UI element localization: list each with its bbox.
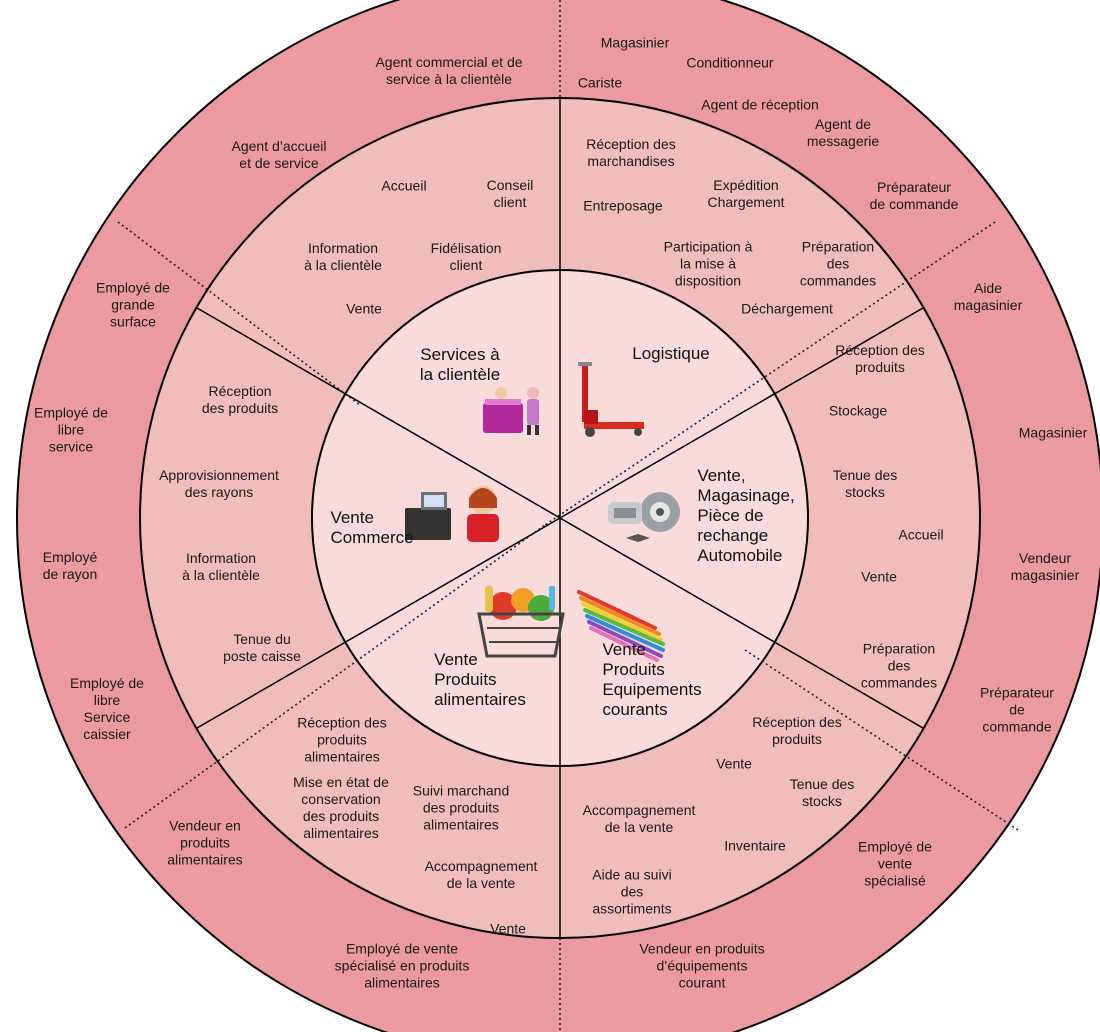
activity-label: Accompagnement de la vente — [582, 802, 696, 835]
dotted-divider-sw — [124, 524, 546, 829]
activity-label: Préparation des commandes — [799, 238, 877, 289]
sector-title-auto: Vente, Magasinage, Pièce de rechange Aut… — [697, 466, 795, 565]
activity-label: Tenue du poste caisse — [223, 631, 301, 664]
job-label: Aide magasinier — [953, 280, 1023, 313]
job-label: Employé de vente spécialisé — [858, 838, 932, 889]
job-label: Agent commercial et de service à la clie… — [375, 54, 523, 87]
colored-pencils-icon — [577, 590, 665, 662]
activity-label: Conseil client — [486, 177, 534, 210]
job-label: Agent de réception — [701, 96, 819, 113]
job-label: Magasinier — [1018, 424, 1088, 441]
activity-label: Expédition Chargement — [707, 177, 785, 210]
job-label: Préparateur de commande — [980, 684, 1054, 735]
pallet-truck-icon — [578, 362, 644, 437]
activity-label: Réception des produits — [835, 342, 925, 375]
activity-label: Réception des produits — [752, 714, 842, 747]
activity-label: Tenue des stocks — [789, 776, 855, 809]
car-parts-icon — [608, 492, 680, 542]
dotted-divider-ne — [544, 221, 996, 526]
activity-label: Information à la clientèle — [304, 240, 382, 273]
activity-label: Accueil — [898, 526, 944, 543]
activity-label: Accompagnement de la vente — [424, 858, 538, 891]
divider-upper-left — [196, 307, 561, 519]
activity-label: Suivi marchand des produits alimentaires — [412, 782, 510, 833]
activity-label: Participation à la mise à disposition — [663, 238, 753, 289]
divider-upper-right — [559, 307, 924, 519]
divider-lower-right — [559, 517, 924, 729]
activity-label: Approvisionnement des rayons — [159, 467, 279, 500]
activity-label: Vente — [346, 300, 382, 317]
sector-title-equipements: Vente Produits Equipements courants — [602, 640, 702, 719]
activity-label: Préparation des commandes — [860, 640, 938, 691]
job-label: Agent d’accueil et de service — [231, 138, 327, 171]
sector-title-commerce: Vente Commerce — [330, 508, 414, 547]
activity-label: Fidélisation client — [430, 240, 502, 273]
activity-label: Information à la clientèle — [182, 550, 260, 583]
activity-label: Déchargement — [741, 300, 833, 317]
job-label: Conditionneur — [686, 54, 774, 71]
job-label: Magasinier — [600, 34, 670, 51]
activity-label: Vente — [716, 755, 752, 772]
sector-title-alimentaires: Vente Produits alimentaires — [434, 650, 526, 709]
job-label: Vendeur magasinier — [1010, 550, 1080, 583]
activity-label: Accueil — [381, 177, 427, 194]
dotted-divider-nw — [117, 221, 361, 406]
activity-label: Vente — [490, 920, 526, 937]
activity-label: Réception des produits alimentaires — [297, 714, 387, 765]
sector-title-services: Services à la clientèle — [419, 345, 501, 384]
activity-label: Vente — [861, 568, 897, 585]
divider-lower-left — [196, 517, 561, 729]
job-label: Cariste — [577, 74, 623, 91]
sector-title-logistique: Logistique — [632, 344, 710, 363]
job-label: Employé de libre service — [34, 404, 108, 455]
job-label: Agent de messagerie — [806, 116, 880, 149]
activity-label: Aide au suivi des assortiments — [592, 866, 672, 917]
activity-label: Tenue des stocks — [832, 467, 898, 500]
job-label: Employé de rayon — [42, 549, 98, 582]
cashier-icon — [405, 486, 499, 542]
job-label: Vendeur en produits alimentaires — [167, 817, 243, 868]
job-label: Employé de grande surface — [96, 279, 170, 330]
grocery-basket-icon — [477, 586, 565, 658]
activity-label: Mise en état de conservation des produit… — [293, 774, 389, 841]
activity-label: Inventaire — [724, 837, 786, 854]
activity-label: Réception des produits — [201, 383, 279, 416]
job-label: Employé de vente spécialisé en produits … — [334, 940, 470, 991]
reception-desk-icon — [483, 387, 539, 435]
activity-label: Réception des marchandises — [586, 136, 676, 169]
activity-label: Stockage — [828, 402, 888, 419]
job-label: Vendeur en produits d’équipements couran… — [639, 940, 765, 991]
activity-label: Entreposage — [583, 197, 663, 214]
job-label: Employé de libre Service caissier — [70, 675, 144, 742]
job-label: Préparateur de commande — [869, 179, 959, 212]
